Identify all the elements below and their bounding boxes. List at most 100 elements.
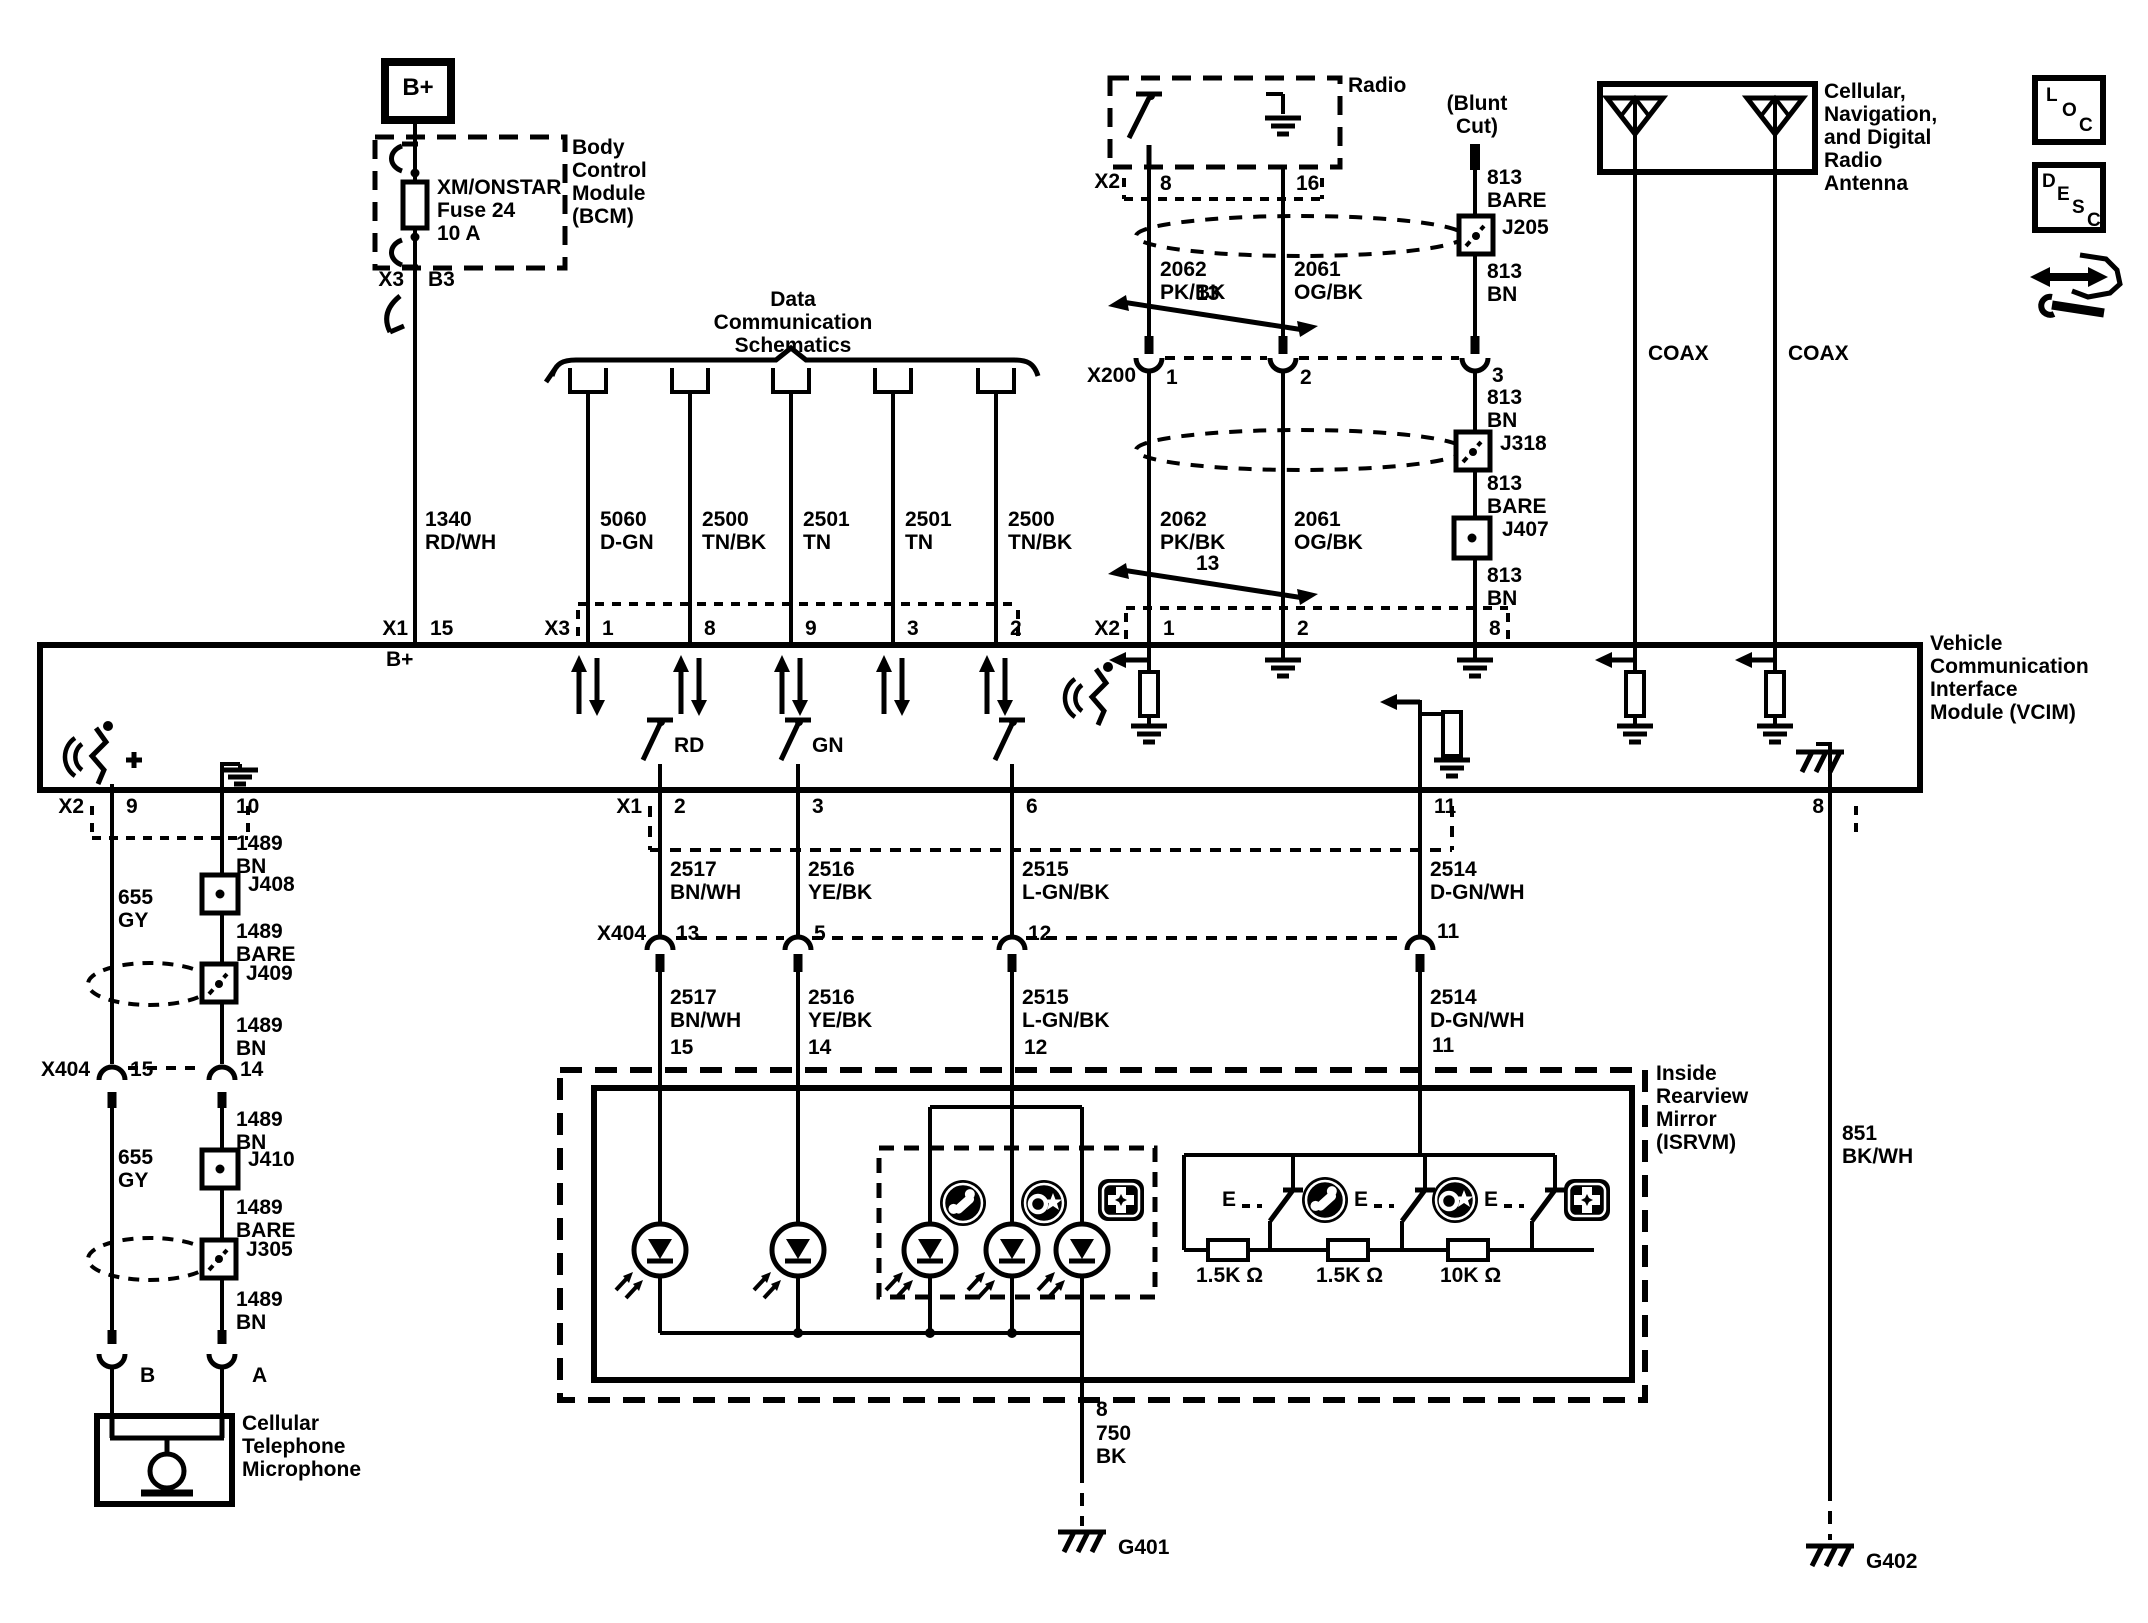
twist-marks bbox=[1108, 295, 1318, 605]
wire-label-1340: 1340 RD/WH bbox=[425, 508, 497, 554]
wire-label-1489bn2: 1489 BN bbox=[236, 1014, 283, 1060]
pin-3: 3 bbox=[907, 617, 919, 640]
pin-1: 1 bbox=[602, 617, 614, 640]
isrvm-pin-12: 12 bbox=[1024, 1036, 1048, 1059]
radio-internals bbox=[1126, 91, 1301, 167]
j408-label: J408 bbox=[248, 873, 295, 896]
pin-3b: 3 bbox=[812, 795, 824, 818]
radio-label: Radio bbox=[1348, 74, 1407, 97]
pin-2b: 2 bbox=[674, 795, 686, 818]
wire-label-813bare: 813 BARE bbox=[1487, 166, 1547, 212]
x200-pin-2: 2 bbox=[1300, 366, 1312, 389]
data-comm-title: Data Communication Schematics bbox=[713, 288, 873, 357]
wire-label-1489bare: 1489 BARE bbox=[236, 920, 296, 966]
x2-pin-2: 2 bbox=[1297, 617, 1309, 640]
x2-pin-8: 8 bbox=[1489, 617, 1501, 640]
phone-icon bbox=[1300, 1175, 1350, 1225]
phone-icon bbox=[938, 1178, 988, 1228]
emergency-cross-icon bbox=[1562, 1177, 1612, 1223]
wire-label-2514: 2514 D-GN/WH bbox=[1430, 858, 1525, 904]
vcim-bottom-connectors bbox=[90, 806, 1858, 852]
emergency-cross-icon bbox=[1096, 1177, 1146, 1223]
g401-label: G401 bbox=[1118, 1536, 1170, 1559]
wire-label-2501: 2501 TN bbox=[803, 508, 850, 554]
wire-label-1489bn: 1489 BN bbox=[236, 832, 283, 878]
desc-letter-e: E bbox=[2057, 184, 2070, 205]
wire-label-2501b: 2501 TN bbox=[905, 508, 952, 554]
pin-8-radio: 8 bbox=[1160, 172, 1172, 195]
pin-8: 8 bbox=[704, 617, 716, 640]
isrvm-box bbox=[557, 1067, 1648, 1403]
wire-label-2514b: 2514 D-GN/WH bbox=[1430, 986, 1525, 1032]
loc-letter-o: O bbox=[2062, 100, 2077, 121]
conn-x1-label: X1 bbox=[382, 617, 408, 640]
wire-label-2500: 2500 TN/BK bbox=[702, 508, 767, 554]
coax-wires bbox=[1633, 172, 1777, 645]
fuse-label: XM/ONSTAR Fuse 24 10 A bbox=[437, 176, 562, 245]
isrvm-switch-network bbox=[1182, 1155, 1594, 1262]
desc-box bbox=[2032, 162, 2106, 233]
vcim-label: Vehicle Communication Interface Module (… bbox=[1930, 632, 2089, 724]
resistor-1: 1.5K Ω bbox=[1196, 1264, 1264, 1287]
x404-pin-12: 12 bbox=[1028, 922, 1052, 945]
wire-label-655gy2: 655 GY bbox=[118, 1146, 154, 1192]
x2-pin-1: 1 bbox=[1163, 617, 1175, 640]
microphone-label: Cellular Telephone Microphone bbox=[242, 1412, 361, 1481]
e-switch-3: E bbox=[1484, 1188, 1499, 1211]
wire-label-750: 750 BK bbox=[1096, 1422, 1132, 1468]
pin-8b: 8 bbox=[1812, 795, 1824, 818]
arrow-wrench-icon bbox=[2030, 252, 2123, 318]
coax-label-r: COAX bbox=[1788, 342, 1849, 365]
resistor-3: 10K Ω bbox=[1440, 1264, 1502, 1287]
wire-label-655gy: 655 GY bbox=[118, 886, 154, 932]
conn-x2-radio: X2 bbox=[1094, 170, 1120, 193]
g402-drop bbox=[1806, 790, 1854, 1566]
j409-label: J409 bbox=[246, 962, 293, 985]
wire-label-5060: 5060 D-GN bbox=[600, 508, 654, 554]
wire-label-2500b: 2500 TN/BK bbox=[1008, 508, 1073, 554]
g401-drop bbox=[1058, 1333, 1106, 1552]
conn-x1-bottom: X1 bbox=[616, 795, 642, 818]
j318-label: J318 bbox=[1500, 432, 1547, 455]
loc-box bbox=[2032, 75, 2106, 145]
splice-j409 bbox=[86, 961, 239, 1007]
isrvm-pin-15: 15 bbox=[670, 1036, 694, 1059]
isrvm-out-pin: 8 bbox=[1096, 1398, 1108, 1421]
microphone-box bbox=[94, 1413, 235, 1507]
data-comm-brace bbox=[543, 344, 1041, 384]
g402-label: G402 bbox=[1866, 1550, 1918, 1573]
bplus-inside-label: B+ bbox=[386, 648, 414, 671]
conn-x3b-label: X3 bbox=[544, 617, 570, 640]
pin-9b: 9 bbox=[126, 795, 138, 818]
bplus-label: B+ bbox=[402, 74, 434, 101]
wire-label-1489bn4: 1489 BN bbox=[236, 1288, 283, 1334]
wire-label-2515: 2515 L-GN/BK bbox=[1022, 858, 1110, 904]
x404-pin-5: 5 bbox=[814, 922, 826, 945]
onstar-icon bbox=[1432, 1177, 1478, 1223]
j410-label: J410 bbox=[248, 1148, 295, 1171]
wire-label-1489bn3: 1489 BN bbox=[236, 1108, 283, 1154]
conn-x3-label: X3 bbox=[378, 268, 404, 291]
wire-label-2517b: 2517 BN/WH bbox=[670, 986, 742, 1032]
desc-letter-c: C bbox=[2087, 210, 2101, 231]
x404-pin-14: 14 bbox=[240, 1058, 264, 1081]
bcm-box bbox=[372, 134, 568, 271]
wire-label-851: 851 BK/WH bbox=[1842, 1122, 1914, 1168]
onstar-icon bbox=[1021, 1180, 1067, 1226]
e-switch-2: E bbox=[1354, 1188, 1369, 1211]
desc-letter-d: D bbox=[2042, 171, 2056, 192]
conn-x200: X200 bbox=[1086, 364, 1136, 387]
wire-label-2061b: 2061 OG/BK bbox=[1294, 508, 1363, 554]
shield-ellipses bbox=[1134, 214, 1466, 472]
wire-label-813bare2: 813 BARE bbox=[1487, 472, 1547, 518]
pin-15: 15 bbox=[430, 617, 454, 640]
x404-pin-11: 11 bbox=[1437, 920, 1460, 943]
switch-gn-label: GN bbox=[812, 734, 844, 757]
isrvm-chain-wires bbox=[647, 790, 1433, 1224]
wire-label-2062: 2062 PK/BK bbox=[1160, 258, 1226, 304]
isrvm-leds bbox=[616, 1224, 1108, 1338]
pin-9: 9 bbox=[805, 617, 817, 640]
data-comm-wires bbox=[568, 368, 1016, 645]
isrvm-pin-14: 14 bbox=[808, 1036, 832, 1059]
